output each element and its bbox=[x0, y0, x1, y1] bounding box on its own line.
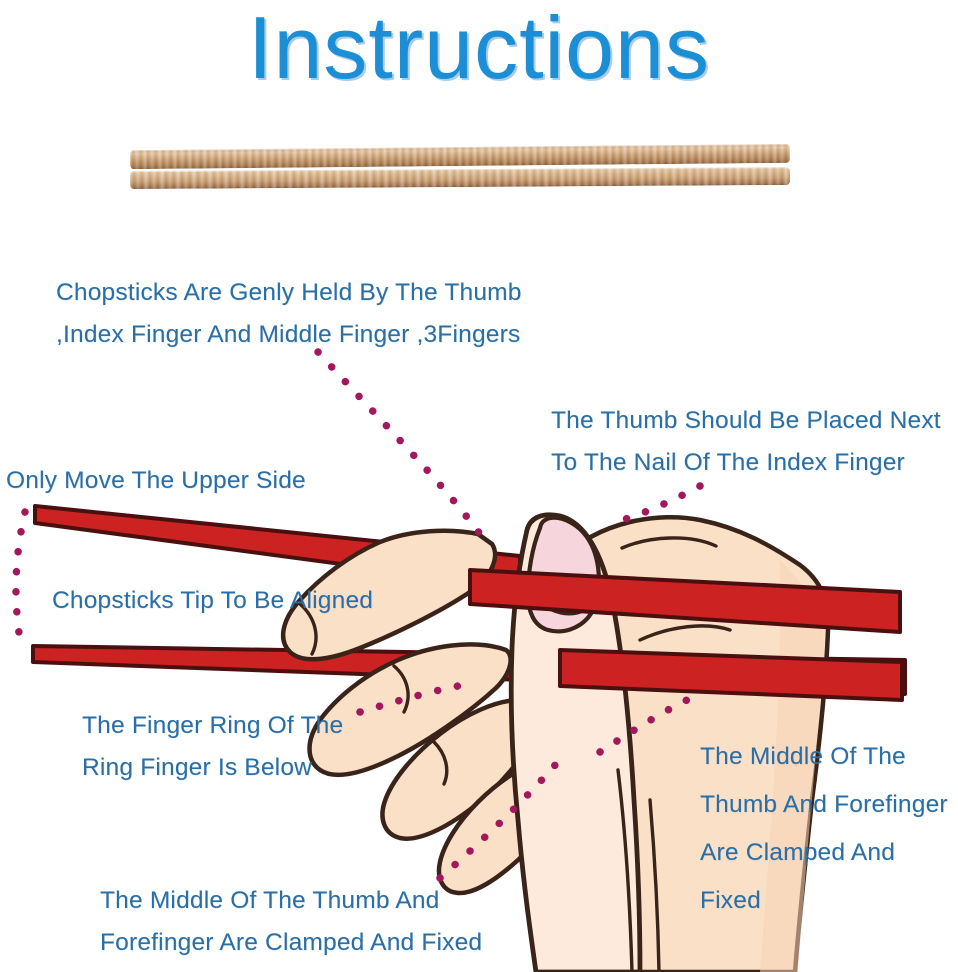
leader-line-clamped-bottom bbox=[436, 760, 560, 882]
callout-thumb-placement: The Thumb Should Be Placed Next To The N… bbox=[551, 400, 941, 484]
callout-line: Chopsticks Tip To Be Aligned bbox=[52, 587, 374, 614]
callout-line: Fixed bbox=[700, 887, 761, 914]
callout-line: Are Clamped And bbox=[700, 839, 896, 866]
leader-line-held bbox=[314, 348, 484, 538]
red-chopstick-lower-right bbox=[558, 648, 904, 702]
callout-line: Forefinger Are Clamped And Fixed bbox=[100, 929, 483, 956]
callout-line: Ring Finger Is Below bbox=[82, 754, 313, 781]
callout-chopsticks-held: Chopsticks Are Genly Held By The Thumb ,… bbox=[56, 272, 522, 356]
callout-line: The Finger Ring Of The bbox=[82, 712, 344, 739]
callout-line: ,Index Finger And Middle Finger ,3Finger… bbox=[56, 321, 521, 348]
callout-line: The Middle Of The Thumb And bbox=[100, 887, 440, 914]
callout-line: The Middle Of The bbox=[700, 743, 906, 770]
callout-thumb-forefinger-clamped-right: The Middle Of The Thumb And Forefinger A… bbox=[700, 733, 948, 925]
leader-lines bbox=[12, 348, 704, 882]
page-title: Instructions bbox=[248, 0, 710, 97]
callout-line: The Thumb Should Be Placed Next bbox=[551, 407, 941, 434]
callout-ring-finger: The Finger Ring Of The Ring Finger Is Be… bbox=[82, 705, 343, 789]
leader-line-clamped-right bbox=[596, 690, 704, 756]
leader-line-only-move-upper bbox=[12, 508, 29, 644]
callout-line: Thumb And Forefinger bbox=[700, 791, 948, 818]
callout-line: Only Move The Upper Side bbox=[6, 467, 306, 494]
red-chopstick-upper-right bbox=[468, 568, 902, 634]
callout-line: To The Nail Of The Index Finger bbox=[551, 449, 905, 476]
callout-only-move-upper: Only Move The Upper Side bbox=[6, 460, 306, 502]
leader-line-ring-finger bbox=[356, 680, 472, 716]
callout-line: Chopsticks Are Genly Held By The Thumb bbox=[56, 279, 522, 306]
callout-tips-aligned: Chopsticks Tip To Be Aligned bbox=[52, 580, 373, 622]
callout-thumb-forefinger-clamped-bottom: The Middle Of The Thumb And Forefinger A… bbox=[100, 880, 482, 964]
